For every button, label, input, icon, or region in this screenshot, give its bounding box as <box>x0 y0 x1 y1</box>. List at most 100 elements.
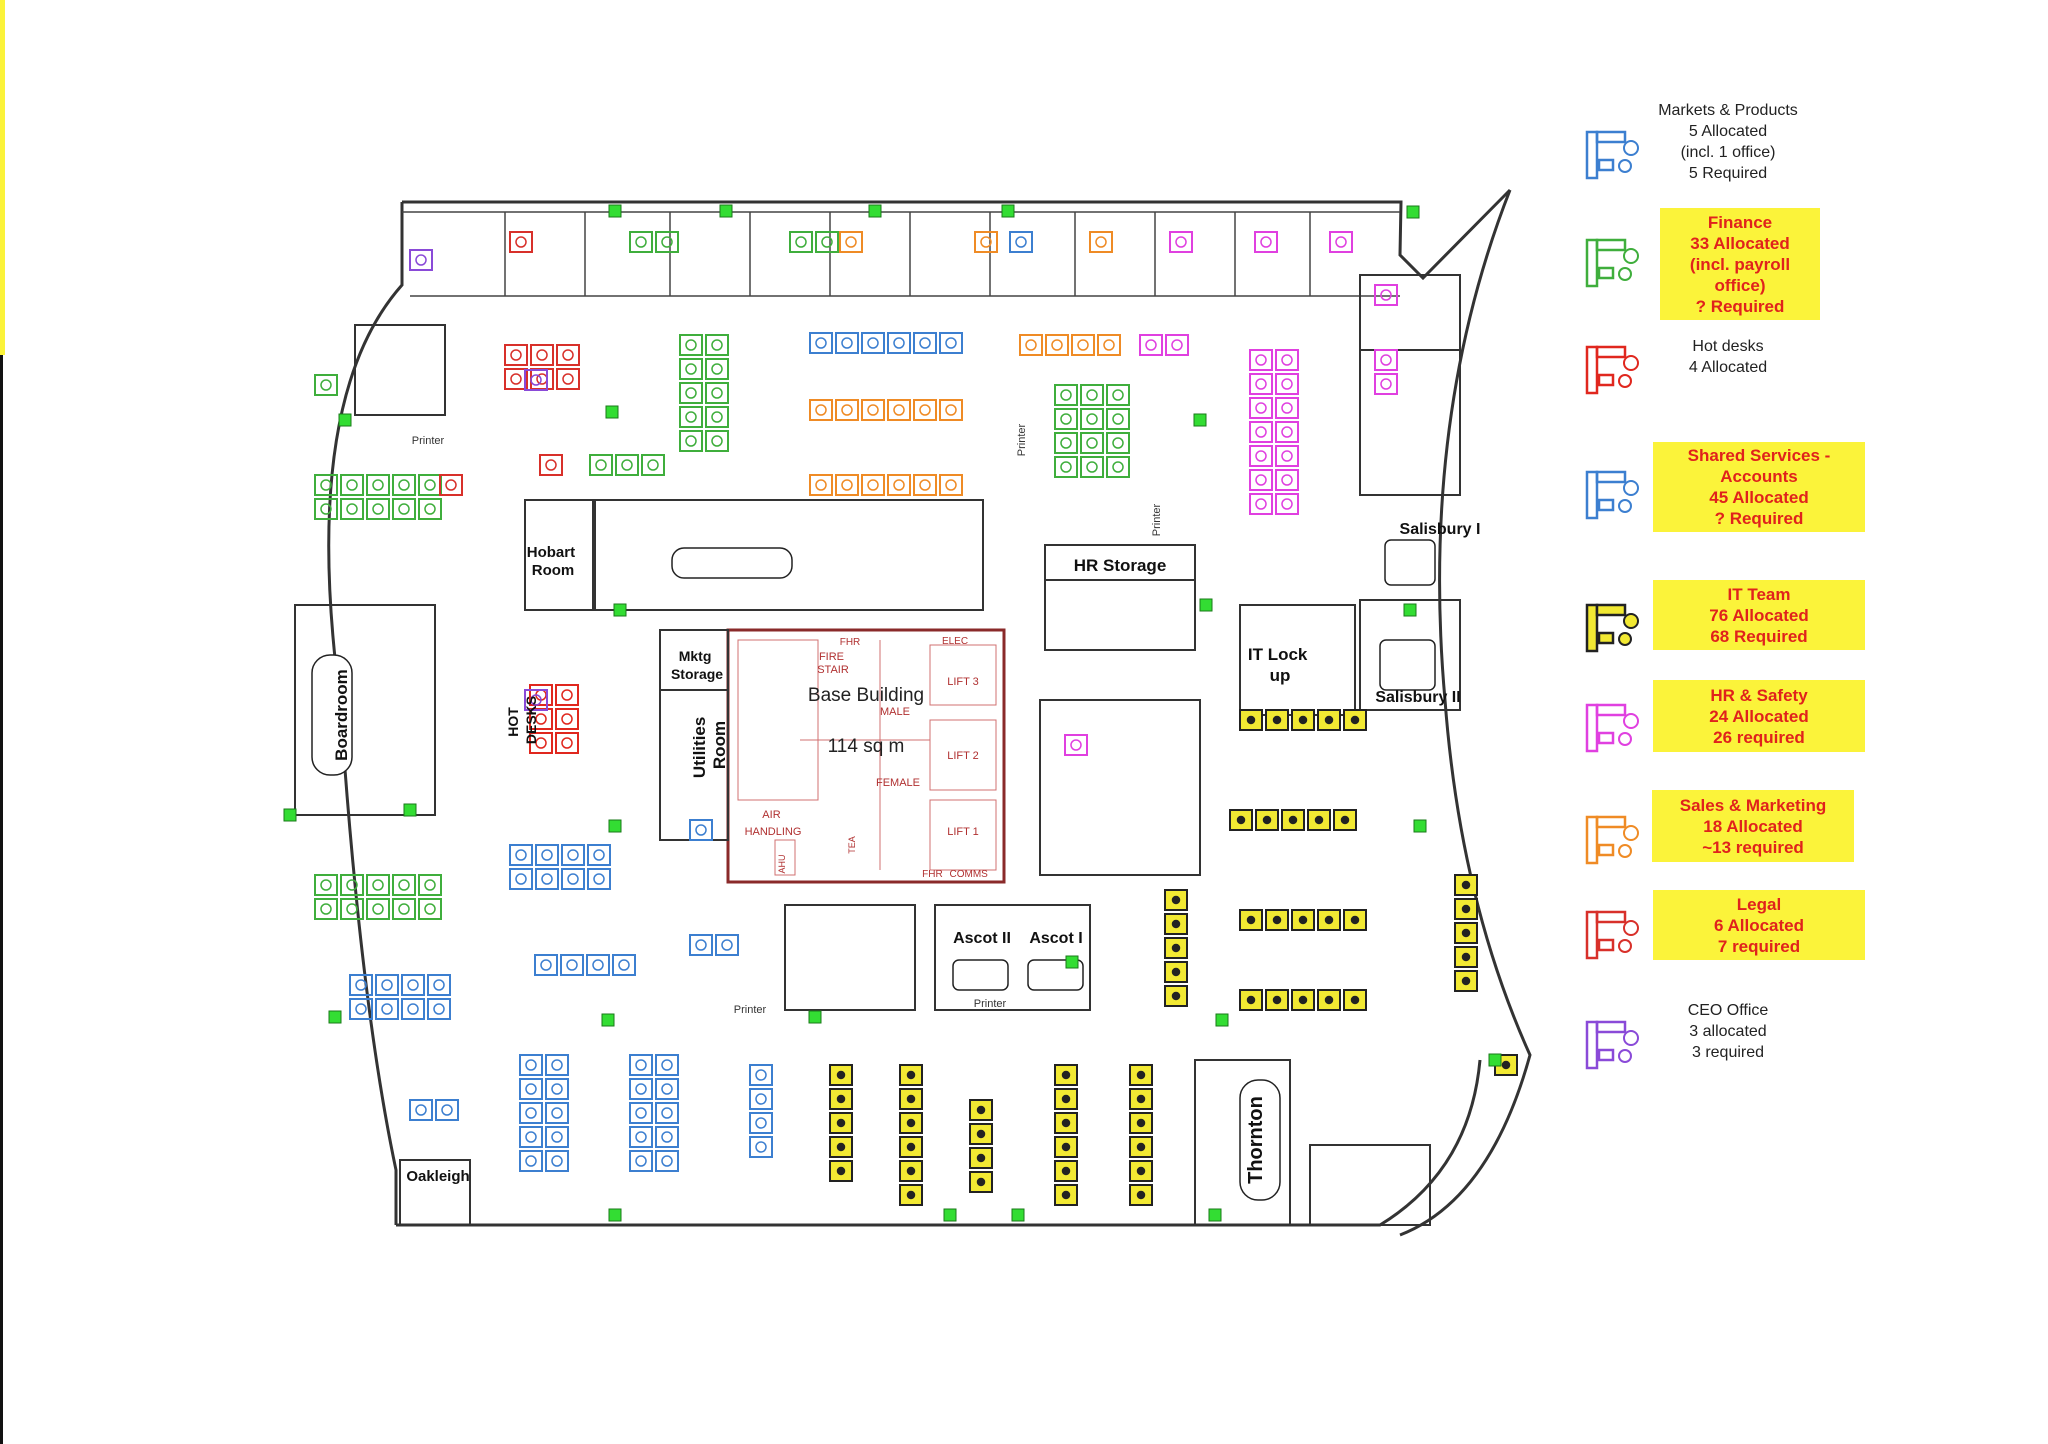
desk <box>655 1126 679 1148</box>
chair <box>711 363 723 375</box>
it-workstation-cluster <box>1239 909 1367 931</box>
chair <box>1135 1093 1147 1105</box>
chair <box>545 459 557 471</box>
finance-workstation-cluster <box>314 874 442 920</box>
chair <box>398 879 410 891</box>
desk <box>418 474 442 496</box>
chair <box>711 339 723 351</box>
room-labels: Hobart Room HR Storage Salisbury I Salis… <box>332 521 1480 1185</box>
chair <box>320 379 332 391</box>
chair <box>525 1155 537 1167</box>
chair <box>685 339 697 351</box>
desk <box>555 708 579 730</box>
chair <box>1112 413 1124 425</box>
chair <box>1015 236 1027 248</box>
chair <box>1135 1189 1147 1201</box>
desk <box>587 868 611 890</box>
desk <box>314 498 338 520</box>
column-marker <box>1413 819 1427 833</box>
chair <box>845 236 857 248</box>
chair <box>1271 994 1283 1006</box>
chair <box>355 979 367 991</box>
utilities-room-label-2: Room <box>710 721 729 769</box>
fhr-comms-label: FHR COMMS <box>922 869 988 880</box>
column-marker <box>1193 413 1207 427</box>
chair <box>1112 437 1124 449</box>
desk <box>1106 456 1130 478</box>
chair <box>535 737 547 749</box>
desk <box>705 430 729 452</box>
chair <box>567 873 579 885</box>
chair <box>893 479 905 491</box>
desk <box>679 358 703 380</box>
chair <box>1460 879 1472 891</box>
desk <box>561 868 585 890</box>
chair <box>1281 426 1293 438</box>
desk <box>1275 445 1299 467</box>
chair <box>1281 378 1293 390</box>
it-workstation-cluster <box>1239 709 1367 731</box>
chair <box>424 903 436 915</box>
desk <box>349 998 373 1020</box>
hr-storage-label: HR Storage <box>1074 556 1167 575</box>
chair <box>551 1083 563 1095</box>
desk <box>509 231 533 253</box>
desk <box>679 382 703 404</box>
chair <box>867 337 879 349</box>
desk <box>409 1099 433 1121</box>
it-workstation-cluster <box>1054 1064 1078 1206</box>
desk <box>689 819 713 841</box>
hr-workstation-cluster <box>1169 231 1193 253</box>
chair <box>685 387 697 399</box>
chair <box>1245 994 1257 1006</box>
desk <box>1054 456 1078 478</box>
desk <box>418 498 442 520</box>
chair <box>945 479 957 491</box>
meeting-tables <box>311 539 1436 1201</box>
chair <box>424 503 436 515</box>
it-workstation-cluster <box>899 1064 923 1206</box>
finance-workstation-cluster <box>314 474 442 520</box>
desk <box>409 249 433 271</box>
chair <box>980 236 992 248</box>
chair <box>1025 339 1037 351</box>
desk <box>1249 397 1273 419</box>
chair <box>551 1131 563 1143</box>
chair <box>1170 918 1182 930</box>
it-workstation-cluster <box>1164 889 1188 1007</box>
desk <box>655 1102 679 1124</box>
it-workstation-cluster <box>1239 989 1367 1011</box>
chair <box>1323 714 1335 726</box>
chair <box>1460 975 1472 987</box>
chair <box>441 1104 453 1116</box>
chair <box>635 1155 647 1167</box>
desk <box>1106 408 1130 430</box>
column-marker <box>1001 204 1015 218</box>
chair <box>1135 1165 1147 1177</box>
column-marker <box>608 819 622 833</box>
desk <box>1249 373 1273 395</box>
column-marker <box>868 204 882 218</box>
desk <box>809 399 833 421</box>
it-workstation-cluster <box>1229 809 1357 831</box>
chair <box>320 903 332 915</box>
chair <box>1135 1069 1147 1081</box>
chair <box>372 503 384 515</box>
chair <box>346 479 358 491</box>
chair <box>755 1069 767 1081</box>
desk <box>418 874 442 896</box>
chair <box>1145 339 1157 351</box>
chair <box>1349 994 1361 1006</box>
chair <box>1060 1093 1072 1105</box>
chair <box>541 849 553 861</box>
chair <box>795 236 807 248</box>
it-lockup-label-2: up <box>1270 666 1291 685</box>
desk <box>401 974 425 996</box>
chair <box>1171 339 1183 351</box>
chair <box>1051 339 1063 351</box>
chair <box>1086 413 1098 425</box>
chair <box>346 903 358 915</box>
desk <box>809 332 833 354</box>
sales-workstation-cluster <box>809 399 963 421</box>
male-label: MALE <box>880 706 910 718</box>
